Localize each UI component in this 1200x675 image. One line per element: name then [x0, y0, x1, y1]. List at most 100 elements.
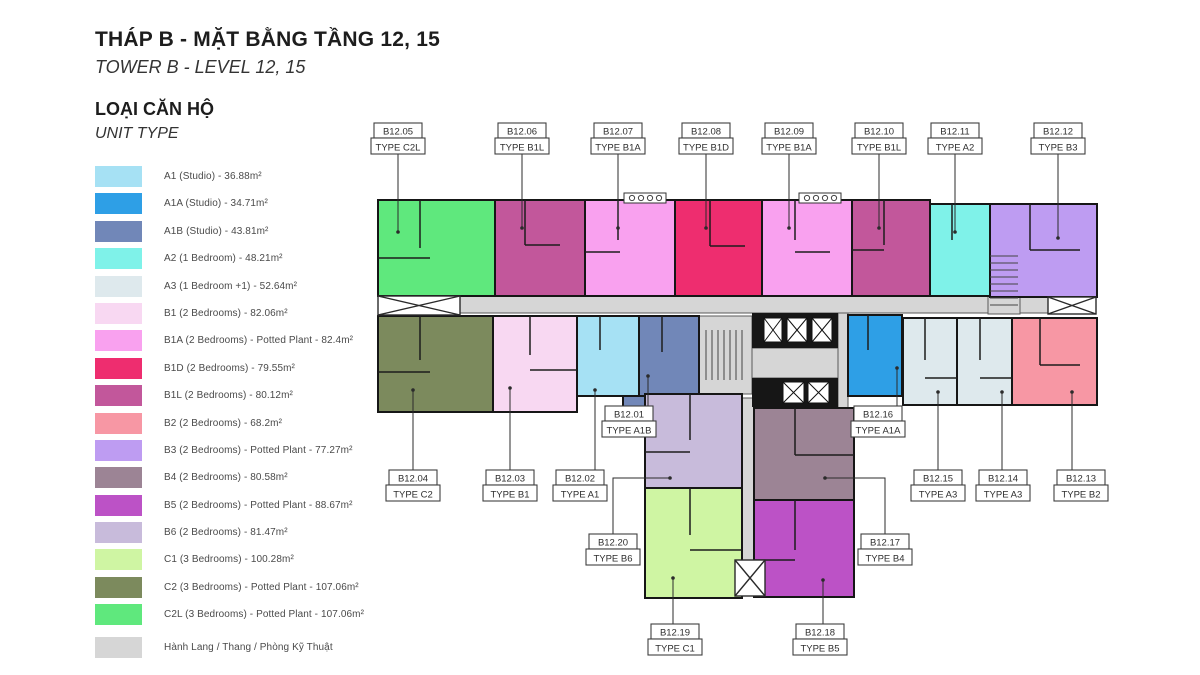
legend-label: B3 (2 Bedrooms) - Potted Plant - 77.27m²	[164, 444, 353, 456]
svg-text:TYPE A2: TYPE A2	[936, 143, 975, 154]
legend-label: C2 (3 Bedrooms) - Potted Plant - 107.06m…	[164, 581, 359, 593]
svg-text:B12.17: B12.17	[870, 538, 900, 549]
page-subtitle: TOWER B - LEVEL 12, 15	[95, 57, 306, 77]
legend-swatch	[95, 549, 142, 571]
legend-item-a2: A2 (1 Bedroom) - 48.21m²	[95, 248, 364, 270]
unit-b12-19	[643, 486, 744, 600]
legend-swatch	[95, 576, 142, 598]
svg-text:B12.14: B12.14	[988, 474, 1018, 485]
label-leaders	[396, 154, 1074, 624]
svg-text:TYPE B1D: TYPE B1D	[683, 143, 729, 154]
svg-text:TYPE B4: TYPE B4	[865, 554, 904, 565]
legend-item-b1d: B1D (2 Bedrooms) - 79.55m²	[95, 357, 364, 379]
legend-swatch	[95, 385, 142, 407]
legend-label: A1A (Studio) - 34.71m²	[164, 198, 268, 210]
unit-b12-04	[376, 314, 495, 414]
legend-swatch	[95, 220, 142, 242]
legend-item-a3: A3 (1 Bedroom +1) - 52.64m²	[95, 275, 364, 297]
svg-text:B12.01: B12.01	[614, 410, 644, 421]
unit-b12-08	[673, 198, 764, 298]
legend-label: Hành Lang / Thang / Phòng Kỹ Thuật	[164, 642, 333, 654]
legend-label: A2 (1 Bedroom) - 48.21m²	[164, 253, 283, 265]
unit-b12-03	[491, 314, 579, 414]
legend-swatch	[95, 467, 142, 489]
legend-swatch	[95, 412, 142, 434]
svg-text:TYPE B1L: TYPE B1L	[857, 143, 901, 154]
unit-type-legend: A1 (Studio) - 36.88m² A1A (Studio) - 34.…	[95, 166, 364, 665]
legend-item-b3: B3 (2 Bedrooms) - Potted Plant - 77.27m²	[95, 439, 364, 461]
legend-item-b4: B4 (2 Bedrooms) - 80.58m²	[95, 467, 364, 489]
legend-swatch	[95, 357, 142, 379]
svg-text:TYPE A1: TYPE A1	[561, 490, 600, 501]
legend-label: B2 (2 Bedrooms) - 68.2m²	[164, 417, 282, 429]
legend-swatch	[95, 604, 142, 626]
svg-text:TYPE B1L: TYPE B1L	[500, 143, 544, 154]
svg-text:B12.04: B12.04	[398, 474, 428, 485]
svg-text:B12.19: B12.19	[660, 628, 690, 639]
bracing-caps	[377, 295, 1097, 597]
svg-text:B12.07: B12.07	[603, 127, 633, 138]
svg-text:TYPE A1B: TYPE A1B	[607, 426, 652, 437]
interior-walls	[378, 200, 1080, 561]
legend-swatch	[95, 302, 142, 324]
legend-swatch	[95, 275, 142, 297]
legend-label: B4 (2 Bedrooms) - 80.58m²	[164, 472, 288, 484]
unit-b12-07	[583, 198, 677, 298]
svg-text:B12.03: B12.03	[495, 474, 525, 485]
legend-item-c2l: C2L (3 Bedrooms) - Potted Plant - 107.06…	[95, 604, 365, 626]
svg-text:B12.05: B12.05	[383, 127, 413, 138]
legend-item-b1: B1 (2 Bedrooms) - 82.06m²	[95, 302, 364, 324]
legend-label: C1 (3 Bedrooms) - 100.28m²	[164, 554, 294, 566]
unit-b12-02	[575, 314, 641, 398]
legend-swatch	[95, 494, 142, 516]
legend-label: C2L (3 Bedrooms) - Potted Plant - 107.06…	[164, 609, 365, 621]
svg-text:B12.18: B12.18	[805, 628, 835, 639]
elevator-core	[752, 313, 838, 407]
legend-label: A3 (1 Bedroom +1) - 52.64m²	[164, 280, 298, 292]
unit-b12-17	[752, 406, 856, 502]
svg-text:TYPE A3: TYPE A3	[919, 490, 958, 501]
svg-text:B12.06: B12.06	[507, 127, 537, 138]
legend-swatch	[95, 522, 142, 544]
svg-text:B12.15: B12.15	[923, 474, 953, 485]
elevator-lobby	[751, 347, 839, 379]
stair-area-left	[698, 315, 753, 395]
svg-text:B12.10: B12.10	[864, 127, 894, 138]
svg-text:TYPE C2L: TYPE C2L	[376, 143, 421, 154]
svg-text:B12.08: B12.08	[691, 127, 721, 138]
legend-swatch	[95, 439, 142, 461]
legend-item-a1a: A1A (Studio) - 34.71m²	[95, 193, 364, 215]
svg-text:B12.12: B12.12	[1043, 127, 1073, 138]
legend-item-b2: B2 (2 Bedrooms) - 68.2m²	[95, 412, 364, 434]
unit-b12-11	[928, 202, 992, 298]
legend-swatch	[95, 637, 142, 659]
legend-item-a1b: A1B (Studio) - 43.81m²	[95, 220, 364, 242]
stair-treads	[705, 255, 1018, 380]
legend-label: B1 (2 Bedrooms) - 82.06m²	[164, 307, 288, 319]
unit-b12-16	[846, 313, 904, 398]
legend-label: A1B (Studio) - 43.81m²	[164, 225, 269, 237]
svg-text:TYPE C1: TYPE C1	[655, 644, 695, 655]
page-title: THÁP B - MẶT BẰNG TẦNG 12, 15	[95, 28, 440, 51]
svg-text:B12.02: B12.02	[565, 474, 595, 485]
legend-label: B1L (2 Bedrooms) - 80.12m²	[164, 390, 293, 402]
legend-item-c1: C1 (3 Bedrooms) - 100.28m²	[95, 549, 364, 571]
